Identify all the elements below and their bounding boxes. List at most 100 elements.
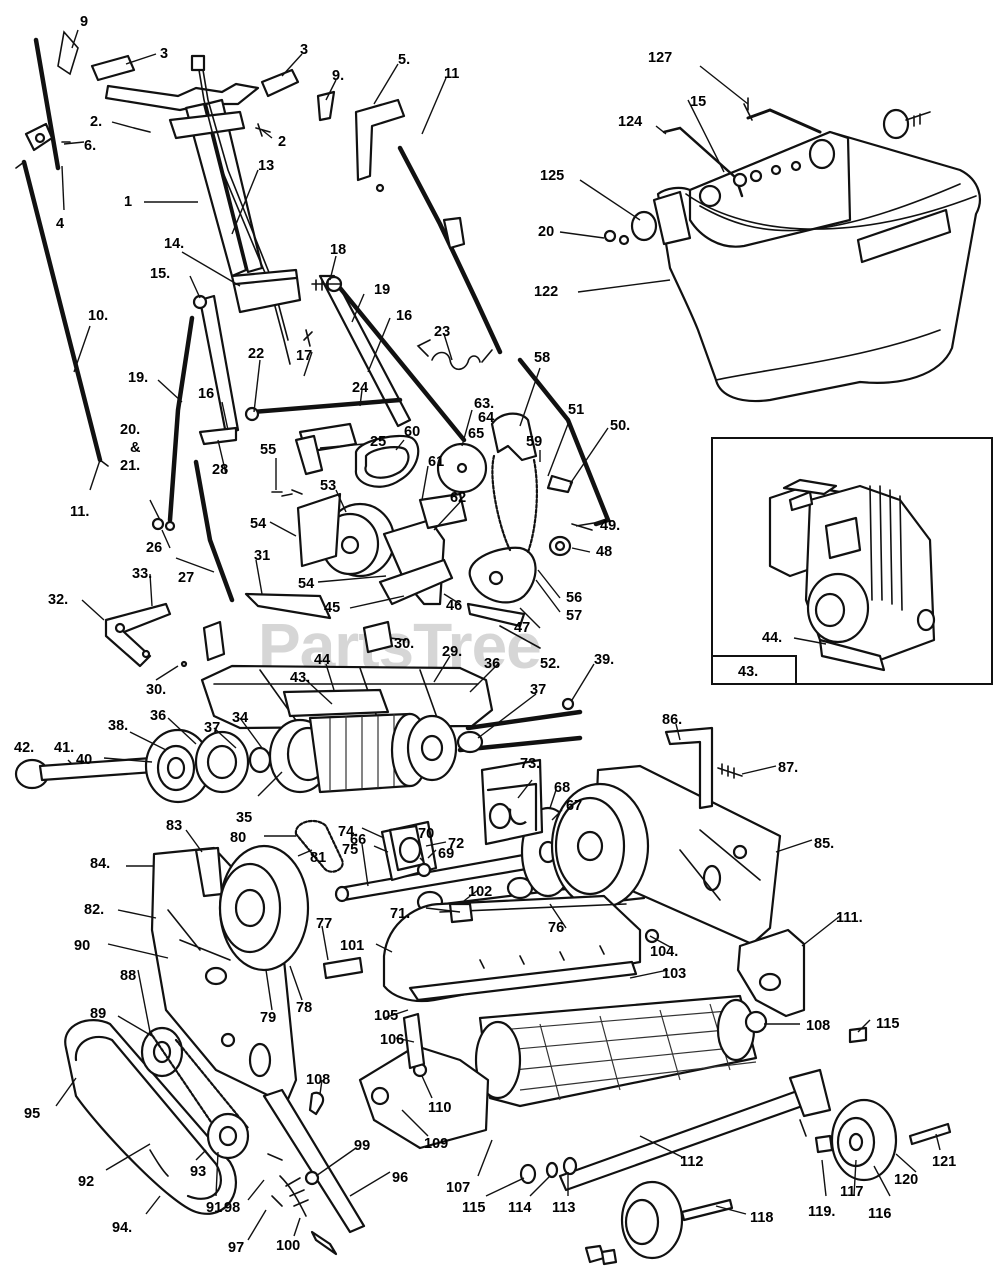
callout-label: 111. [836,910,863,926]
callout-label: 80 [230,830,246,846]
callout-label: 46 [446,598,462,614]
callout-label: 76 [548,920,564,936]
engine-inset [711,437,993,685]
callout-label: 34 [232,710,248,726]
small-pins [151,493,293,532]
callout-label: 36 [484,656,500,672]
callout-label: 60 [404,424,420,440]
callout-label: 42. [14,740,34,756]
callout-label: 3 [300,42,308,58]
callout-label: 11. [70,504,89,520]
idler-arm [262,1088,366,1256]
callout-label: 16 [396,308,412,324]
callout-label: 5. [398,52,410,68]
callout-label: 24 [352,380,368,396]
callout-label: 23 [434,324,450,340]
callout-label: 2 [278,134,286,150]
callout-label: 29. [442,644,462,660]
callout-label: 78 [296,1000,312,1016]
callout-label: 106 [380,1032,404,1048]
callout-label: 28 [212,462,228,478]
callout-label: 64 [478,410,494,426]
callout-label: 103 [662,966,686,982]
rear-roller [519,1026,952,1266]
callout-label: 18 [330,242,346,258]
callout-label: 73. [520,756,540,772]
chain-guard [64,1019,250,1215]
callout-label: 110 [428,1100,451,1116]
callout-label: 2. [90,114,102,130]
callout-label: 97 [228,1240,244,1256]
drive-chain-upper [466,412,593,649]
upper-right-rods [354,98,611,527]
callout-label: 61 [428,454,444,470]
left-rods [15,30,109,467]
bracket-111 [736,928,806,1018]
right-grip-bits [316,90,336,122]
callout-label: 39. [594,652,614,668]
callout-label: 31 [254,548,270,564]
callout-label: 58 [534,350,550,366]
callout-label: 95 [24,1106,40,1122]
callout-labels: 9 3 3 9. 5. 11 2. 2 6. 4 13 1 14. 18 15.… [14,14,956,1256]
callout-label: 9 [80,14,88,30]
callout-label: 99 [354,1138,370,1154]
callout-label: 56 [566,590,582,606]
inset-label: 43. [738,664,758,680]
callout-label: 26 [146,540,162,556]
callout-label: 49. [600,518,620,534]
callout-label: 86. [662,712,682,728]
callout-label: 40 [76,752,92,768]
callout-label: 53 [320,478,336,494]
callout-label: 65 [468,426,484,442]
callout-label: 87. [778,760,798,776]
callout-label: 43. [290,670,310,686]
callout-label: 98 [224,1200,240,1216]
callout-label: 45 [324,600,340,616]
callout-label: 21. [120,458,140,474]
callout-label: 16 [198,386,214,402]
callout-label: 15. [150,266,170,282]
callout-label: 114 [508,1200,531,1216]
callout-label: 112 [680,1154,703,1170]
callout-label: 54 [250,516,266,532]
callout-label: 36 [150,708,166,724]
callout-label: 15 [690,94,706,110]
callout-label: 96 [392,1170,408,1186]
right-side-plate [550,726,782,946]
callout-label: 84. [90,856,110,872]
callout-label: 75 [342,842,358,858]
callout-label: 122 [534,284,558,300]
callout-label: 67 [566,798,582,814]
callout-label: 101 [340,938,364,954]
callout-label: 41. [54,740,74,756]
callout-label: 13 [258,158,274,174]
callout-label: 108 [806,1018,830,1034]
callout-label: 74. [338,824,358,840]
callout-label: 33. [132,566,152,582]
callout-label: 20. [120,422,140,438]
leader-lines [55,29,941,1241]
callout-label: 59 [526,434,542,450]
callout-label: 90 [74,938,90,954]
callout-label: 83 [166,818,182,834]
callout-label: 125 [540,168,564,184]
callout-label: 32. [48,592,68,608]
callout-label: 119. [808,1204,835,1220]
callout-label: 72 [448,836,464,852]
callout-label: 44 [314,652,330,668]
callout-label: 105 [374,1008,398,1024]
front-roller [14,712,484,804]
callout-label: 6. [84,138,96,154]
callout-label: 63. [474,396,494,412]
callout-label: 19 [374,282,390,298]
callout-label: 127 [648,50,672,66]
callout-label: 52. [540,656,560,672]
left-side-plate [150,819,344,1106]
callout-label: 4 [56,216,64,232]
callout-label: 55 [260,442,276,458]
callout-label: 102 [468,884,492,900]
callout-label: 25 [370,434,386,450]
callout-label: 88 [120,968,136,984]
callout-label: 62 [450,490,466,506]
